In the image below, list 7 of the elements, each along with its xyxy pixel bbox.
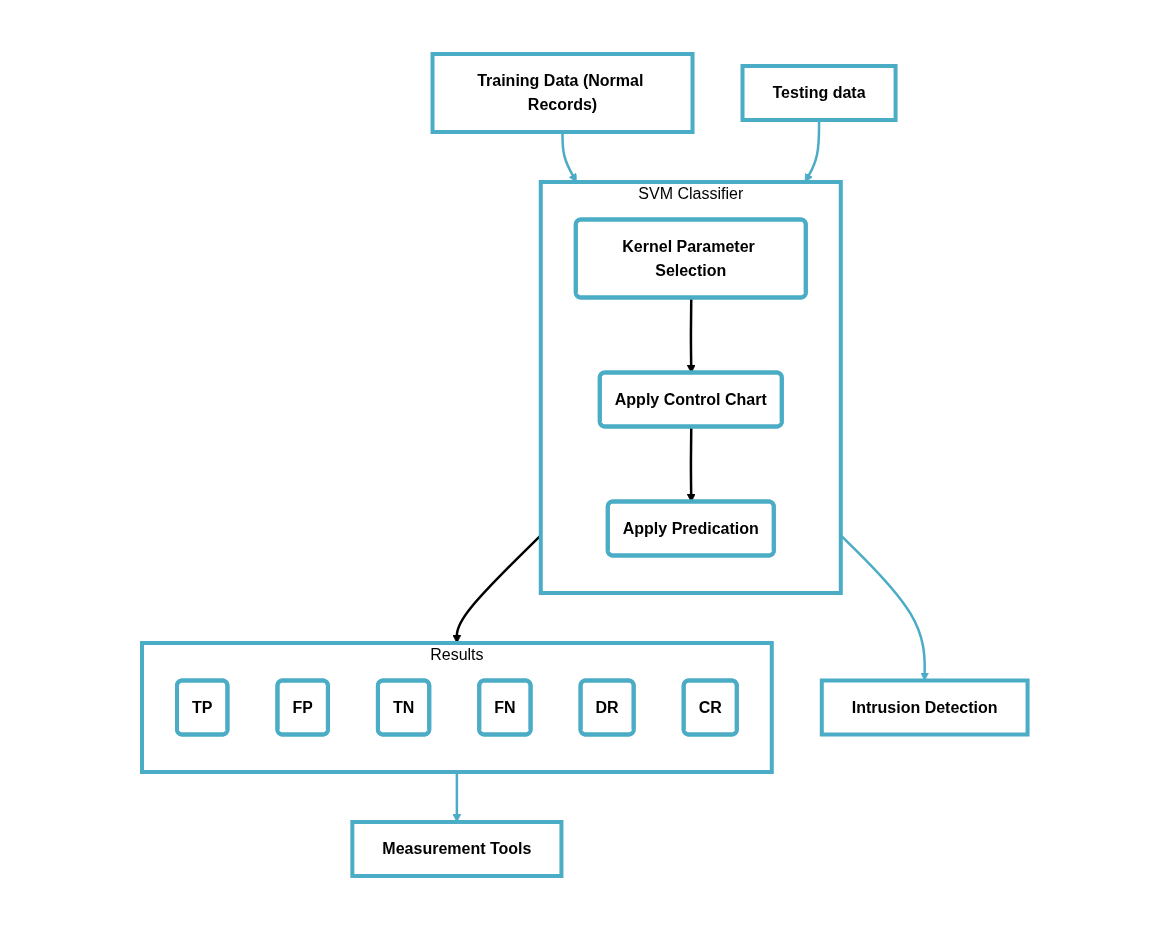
node-box: Testing data xyxy=(740,64,898,122)
node-box: Measurement Tools xyxy=(350,820,564,878)
node-box: Training Data (Normal Records) xyxy=(430,52,695,134)
node-box: Intrusion Detection xyxy=(820,678,1030,737)
arrow xyxy=(452,772,462,823)
arrow xyxy=(561,132,578,183)
arrow xyxy=(804,120,821,183)
